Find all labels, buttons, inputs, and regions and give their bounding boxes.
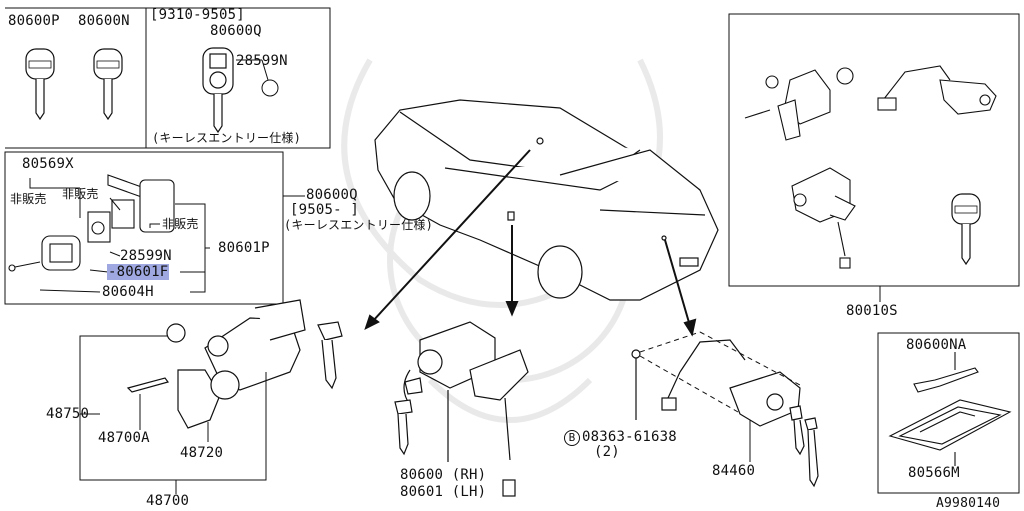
figure-id: A9980140 (936, 496, 1001, 511)
key-80600n-icon (93, 48, 123, 120)
key-case-80566m-icon (888, 399, 1012, 466)
part-label-80600q-mid[interactable]: 80600Q (306, 187, 358, 203)
right-box-frame (728, 13, 1020, 287)
part-label-48700a[interactable]: 48700A (98, 430, 150, 446)
not-for-sale-label-1: 非販売 (10, 192, 47, 206)
part-label-80600n[interactable]: 80600N (78, 13, 130, 29)
bolt-qty-label: (2) (594, 444, 620, 460)
part-label-28599n-top[interactable]: 28599N (236, 53, 288, 69)
part-label-80566m[interactable]: 80566M (908, 465, 960, 481)
keyless-entry-note-top: (キーレスエントリー仕様) (152, 131, 302, 145)
door-lock-cylinder-icon (394, 321, 529, 497)
part-label-48750[interactable]: 48750 (46, 406, 90, 422)
date-range-9505: [9505- ] (290, 202, 360, 218)
part-label-80601-lh[interactable]: 80601 (LH) (400, 484, 487, 500)
part-label-28599n-mid[interactable]: 28599N (120, 248, 172, 264)
part-label-80601f-text: 80601F (116, 264, 169, 280)
keyless-entry-note-mid: (キーレスエントリー仕様) (284, 218, 434, 232)
not-for-sale-label-2: 非販売 (62, 187, 99, 201)
part-label-80604h[interactable]: 80604H (102, 284, 154, 300)
part-label-80600q-top[interactable]: 80600Q (210, 23, 262, 39)
lock-set-80010s-icon (744, 65, 997, 269)
part-label-48700[interactable]: 48700 (146, 493, 190, 509)
trunk-dashed-lines (639, 331, 801, 413)
key-80010s-icon (951, 193, 981, 265)
part-label-80601f[interactable]: -80601F (107, 264, 170, 280)
key-80600p-icon (25, 48, 55, 120)
part-label-80601p[interactable]: 80601P (218, 240, 270, 256)
part-label-48720[interactable]: 48720 (180, 445, 224, 461)
bottom-right-box-frame (877, 332, 1020, 494)
ignition-leader-lines (79, 335, 267, 494)
bolt-marker-b: B (564, 430, 580, 446)
key-blank-80600na-icon (913, 352, 979, 393)
ignition-lock-assembly-icon (126, 299, 343, 429)
trunk-lock-assembly-icon (631, 339, 819, 488)
bolt-part-number: 08363-61638 (582, 429, 677, 445)
not-for-sale-label-3: 非販売 (162, 217, 199, 231)
part-label-80010s[interactable]: 80010S (846, 303, 898, 319)
part-label-80600-rh[interactable]: 80600 (RH) (400, 467, 487, 483)
battery-28599n-icon (261, 79, 279, 97)
part-label-80600na[interactable]: 80600NA (906, 337, 967, 353)
part-label-80569x[interactable]: 80569X (22, 156, 74, 172)
date-range-9310-9505: [9310-9505] (150, 7, 245, 23)
top-left-box-frame (5, 7, 331, 149)
callout-arrows (364, 149, 697, 337)
car-body-illustration (374, 99, 719, 301)
mid-left-box-frame (4, 151, 284, 305)
mid-left-leader-lines (29, 178, 305, 293)
part-label-84460[interactable]: 84460 (712, 463, 756, 479)
part-label-80600p[interactable]: 80600P (8, 13, 60, 29)
key-80600q-icon (202, 47, 234, 134)
